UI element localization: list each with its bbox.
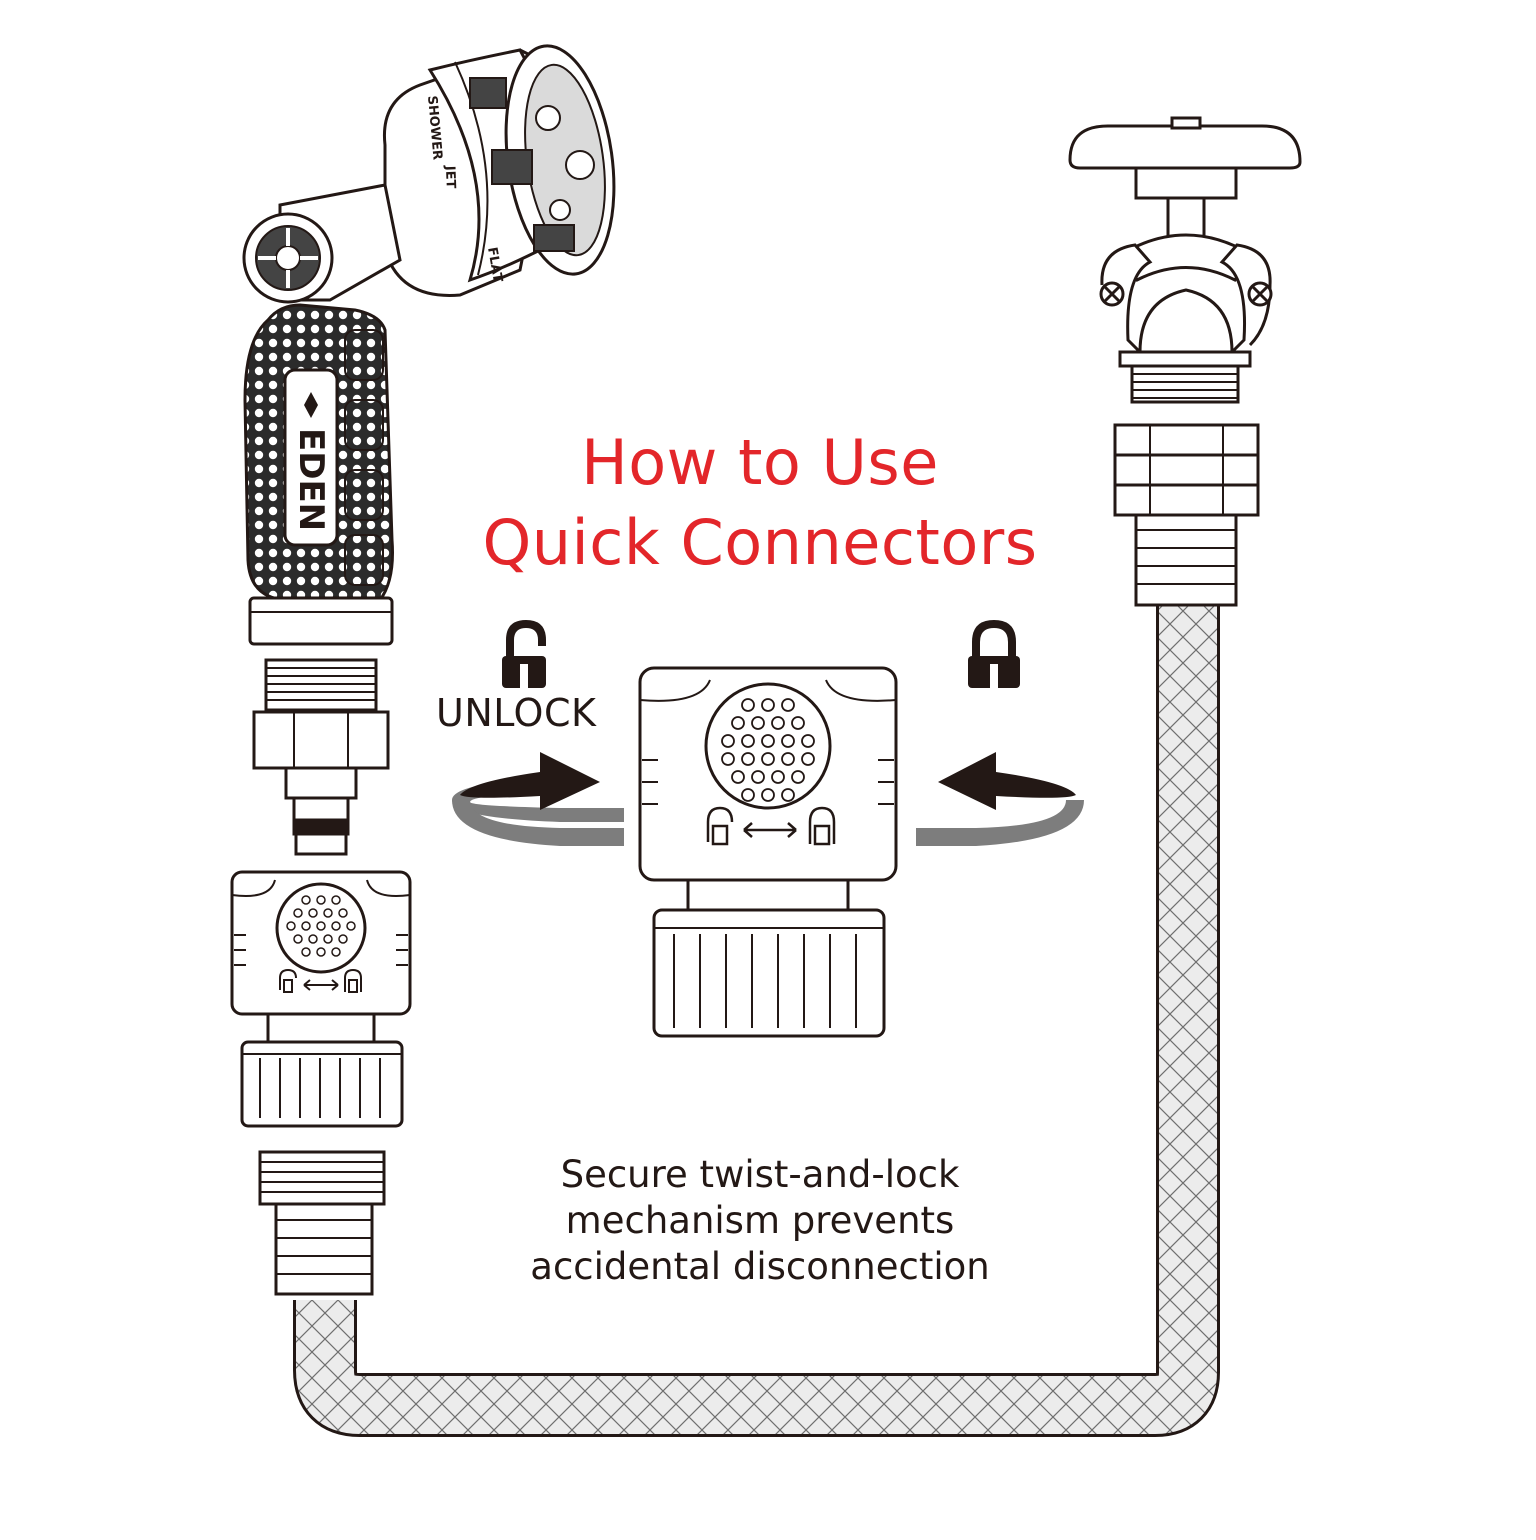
open-padlock-icon [502,620,546,688]
lock-unlock-toggle-icon [706,806,836,846]
quick-connector-small [230,870,412,1128]
hose-female-fitting-right [1113,423,1260,607]
twist-arrow-right-icon [452,752,624,846]
garden-hose [293,600,1220,1437]
caption-line-2: mechanism prevents [565,1199,955,1242]
nozzle-label-jet: JET [442,165,458,189]
unlock-label: UNLOCK [436,691,597,735]
title-line-2: Quick Connectors [482,506,1038,579]
title-line-1: How to Use [581,426,939,499]
nozzle-label-shower: SHOWER [424,95,445,161]
closed-padlock-icon [968,620,1020,688]
water-spigot [1068,116,1302,404]
hose-male-fitting-left [258,1150,386,1296]
nozzle-male-quick-plug [252,658,390,856]
twist-arrow-left-icon [916,752,1084,846]
caption-line-1: Secure twist-and-lock [560,1153,960,1196]
caption-line-3: accidental disconnection [530,1245,990,1288]
brand-logo-text: EDEN [291,428,331,531]
nozzle-label-flat: FLAT [484,246,505,283]
quick-connector-large [638,666,898,1038]
spray-nozzle: SHOWER JET FLAT EDEN [242,44,616,646]
